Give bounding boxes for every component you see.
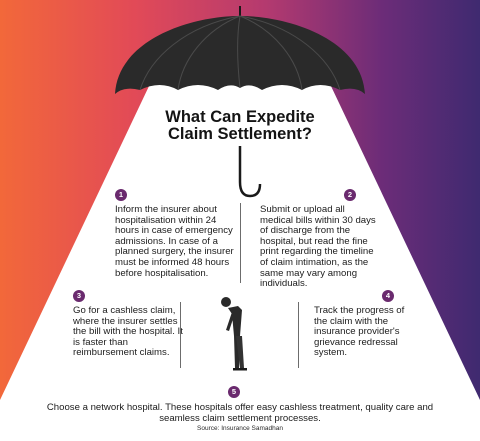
person-bowing-icon — [221, 297, 247, 371]
tip-4-badge: 4 — [382, 290, 394, 302]
title-line-1: What Can Expedite — [165, 108, 315, 126]
tip-2-text: Submit or upload all medical bills withi… — [260, 204, 376, 290]
tip-1-badge: 1 — [115, 189, 127, 201]
tip-2-badge: 2 — [344, 189, 356, 201]
divider-left — [180, 302, 181, 368]
tip-5-badge: 5 — [228, 386, 240, 398]
umbrella-icon — [115, 6, 365, 198]
tip-1-text: Inform the insurer about hospitalisation… — [115, 204, 234, 279]
tip-5-text: Choose a network hospital. These hospita… — [46, 402, 434, 424]
tip-3-badge: 3 — [73, 290, 85, 302]
divider-top — [240, 203, 241, 283]
tip-3-text: Go for a cashless claim, where the insur… — [73, 305, 183, 359]
divider-right — [298, 302, 299, 368]
title-line-2: Claim Settlement? — [168, 125, 312, 143]
source-credit: Source: Insurance Samadhan — [197, 425, 283, 432]
tip-4-text: Track the progress of the claim with the… — [314, 305, 405, 359]
